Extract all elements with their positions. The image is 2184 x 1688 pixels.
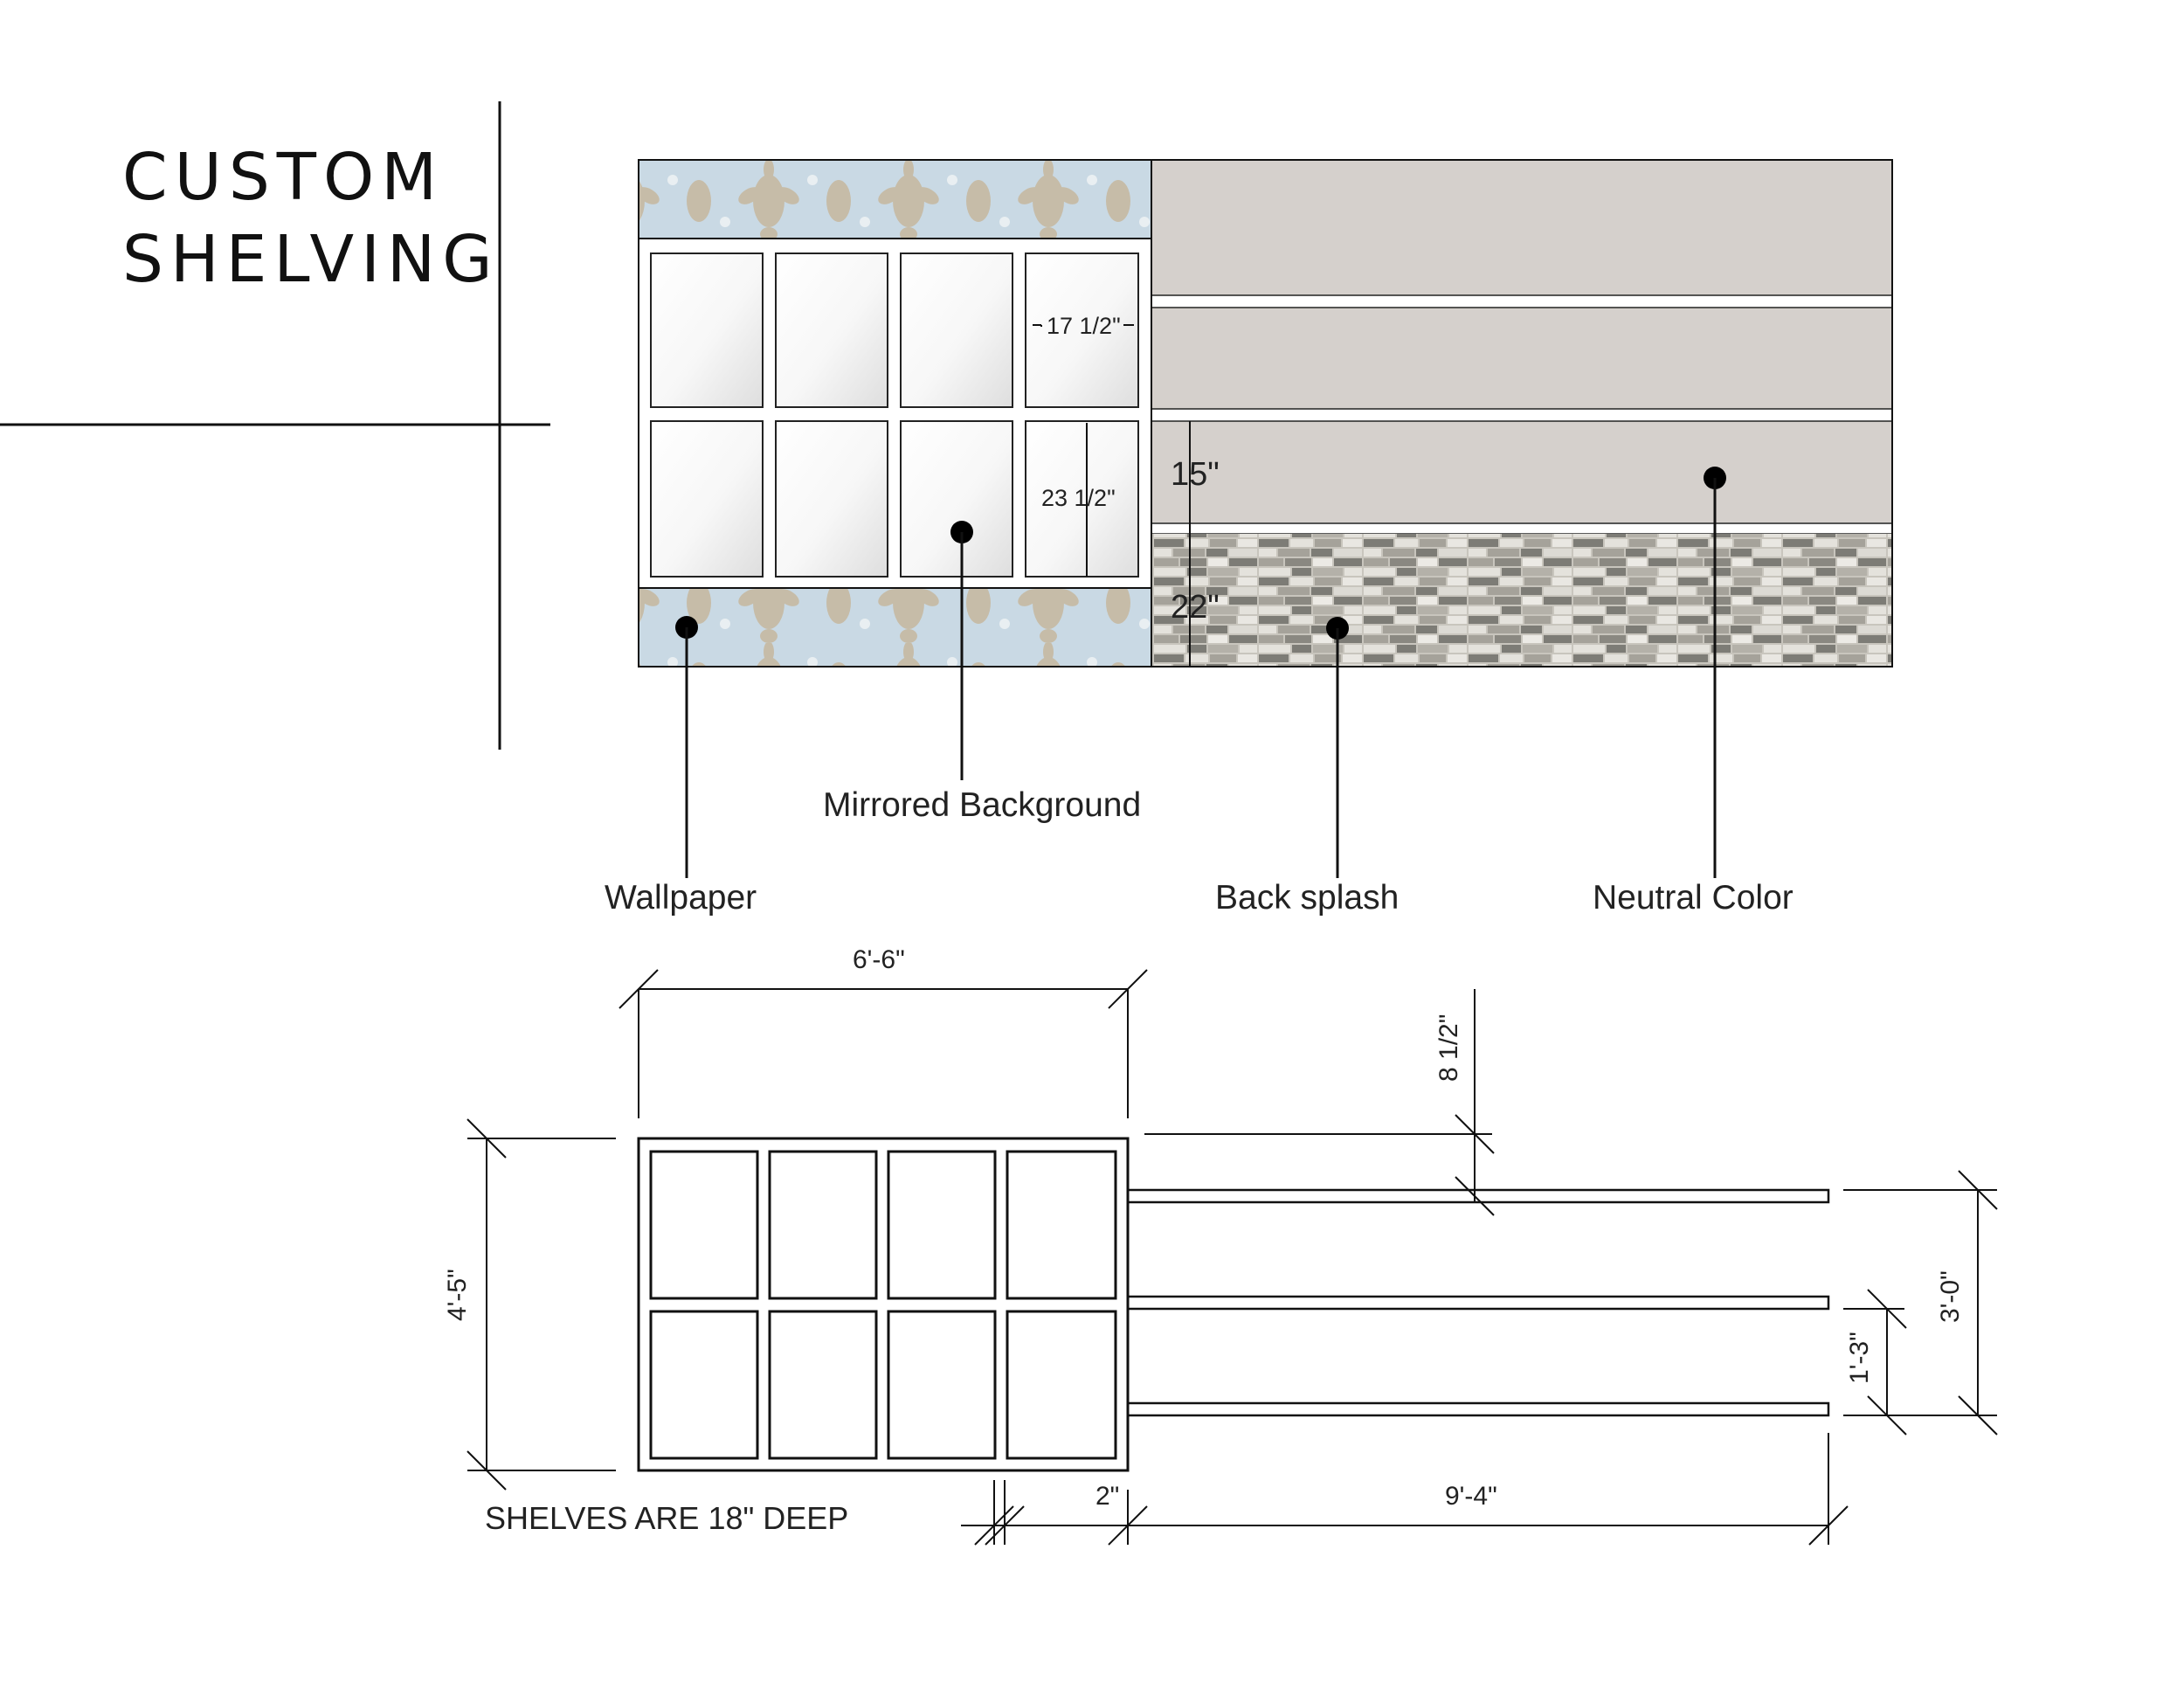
mirror-panel [1025,420,1139,578]
cabinet-width-dim: 6'-6" [853,945,905,974]
mirror-panel [775,253,888,408]
mirrored-label: Mirrored Background [823,786,1141,824]
gap-dim: 2" [1095,1482,1119,1511]
backsplash-label: Back splash [1215,879,1399,917]
plan-cabinet-panels [649,1150,1117,1460]
shelf-run-dim: 9'-4" [1445,1482,1497,1511]
mirror-panels [650,253,1139,578]
shelves-height-dim: 3'-0" [1936,1270,1965,1323]
neutral-label: Neutral Color [1593,879,1794,917]
mirror-panel [650,420,764,578]
shelf-spacing-plan-dim: 1'-3" [1845,1332,1874,1384]
elevation-shelf [1151,408,1893,422]
mirror-panel [900,253,1013,408]
panel-width-dim: 17 1/2" [1047,313,1121,339]
callouts: Wallpaper Mirrored Background Back splas… [605,467,1794,917]
plan-cabinet-outline [637,1137,1130,1472]
mirror-panel [775,420,888,578]
plan-shelf [1126,1401,1830,1417]
wallpaper-bottom-band [639,588,1151,667]
wallpaper-top-band [639,160,1151,239]
elevation-view: 17 1/2" 23 1/2" 15" 22" [638,159,1893,668]
mirror-panel [1025,253,1139,408]
backsplash-height-dim: 22" [1171,589,1220,626]
shelf-depth-note: SHELVES ARE 18" DEEP [485,1500,848,1536]
plan-shelf [1126,1295,1830,1311]
wallpaper-label: Wallpaper [605,879,757,917]
shelf-spacing-dim: 15" [1171,456,1220,493]
elevation-shelf [1151,522,1893,535]
top-offset-dim: 8 1/2" [1434,1014,1463,1082]
panel-height-dim: 23 1/2" [1041,485,1116,511]
title-line-1: CUSTOM [122,140,444,215]
elevation-right-outline [1151,159,1893,668]
cabinet-height-dim: 4'-5" [443,1269,472,1321]
line-drawing: 6'-6" 4'-5" 8 1/2" 3'-0" 1'-3" [443,945,1998,1546]
mirror-panel [900,420,1013,578]
title-line-2: SHELVING [122,222,500,297]
neutral-wall [1151,160,1893,535]
plan-shelf [1126,1188,1830,1204]
elevation-shelf [1151,294,1893,308]
mirror-panel [650,253,764,408]
backsplash-tiles [1151,534,1892,667]
title: CUSTOM SHELVING [0,101,550,750]
